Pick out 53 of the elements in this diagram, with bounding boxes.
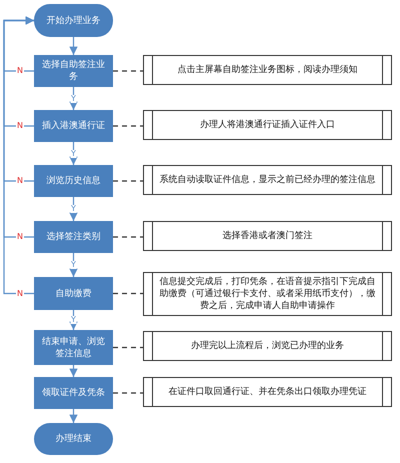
process-box [34, 221, 113, 253]
edge-label: N [16, 177, 24, 185]
description-box [143, 110, 392, 140]
dashed-connector [113, 180, 143, 182]
edge-label: N [16, 67, 24, 75]
arrow [3, 16, 34, 294]
edge-label: Y [70, 94, 77, 102]
edge-label: Y [70, 316, 77, 324]
terminal-pill [34, 423, 113, 455]
description-text: 点击主屏幕自助签注业务图标，阅读办理须知 [178, 64, 358, 76]
description-text: 办理人将港澳通行证插入证件入口 [200, 119, 335, 131]
description-text: 信息提交完成后，打印凭条，在语音提示指引下完成自助缴费（可通过银行卡支付、或者采用纸币支付），缴费之后，完成申请人自助申请操作 [158, 276, 376, 312]
step-label: 办理结束 [56, 433, 92, 445]
step-label: 结束申请、浏览签注信息 [41, 336, 106, 360]
dashed-connector [113, 346, 143, 348]
description-text: 系统自动读取证件信息，显示之前已经办理的签注信息 [160, 174, 376, 186]
edge-label: Y [70, 205, 77, 213]
edge-label: N [16, 290, 24, 298]
description-text: 选择香港或者澳门签注 [222, 230, 312, 242]
description-text: 在证件口取回通行证、并在凭条出口领取办理凭证 [168, 386, 366, 398]
description-box [143, 55, 392, 85]
arrow [69, 37, 78, 55]
edge-label: N [16, 233, 24, 241]
dashed-connector [113, 392, 143, 394]
dashed-connector [113, 125, 143, 127]
step-label: 领取证件及凭条 [42, 387, 105, 399]
process-box [34, 165, 113, 197]
edge-label: Y [70, 150, 77, 158]
dashed-connector [113, 70, 143, 72]
process-box [34, 55, 113, 87]
step-label: 开始办理业务 [46, 14, 100, 26]
dashed-connector [113, 292, 143, 294]
edge-label: N [16, 122, 24, 130]
terminal-pill [34, 4, 113, 37]
dashed-connector [113, 236, 143, 238]
description-text: 办理完以上流程后，浏览已办理的业务 [191, 340, 344, 352]
step-label: 选择自助签注业务 [41, 59, 106, 83]
description-box [143, 165, 392, 195]
process-box [34, 330, 113, 365]
edge-label: Y [70, 261, 77, 269]
description-box [143, 331, 392, 361]
description-box [143, 377, 392, 407]
step-label: 插入港澳通行证 [42, 120, 105, 132]
arrow [69, 365, 78, 377]
process-box [34, 277, 113, 310]
step-label: 浏览历史信息 [46, 175, 100, 187]
description-box [143, 221, 392, 251]
arrow [69, 409, 78, 423]
process-box [34, 110, 113, 142]
process-box [34, 377, 113, 409]
step-label: 自助缴费 [56, 288, 92, 300]
step-label: 选择签注类别 [46, 231, 100, 243]
description-box [143, 272, 392, 316]
